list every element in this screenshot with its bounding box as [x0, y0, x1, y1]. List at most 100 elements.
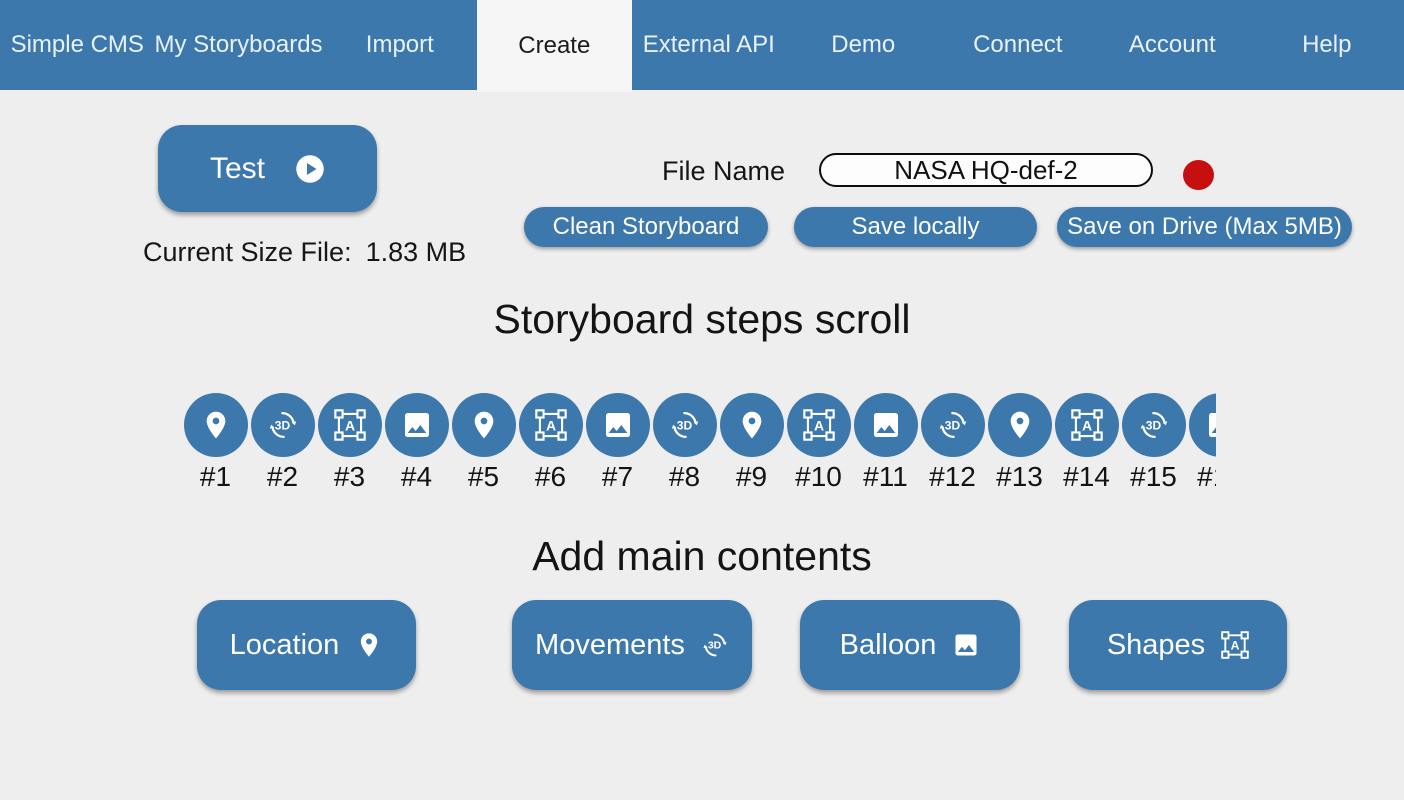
- step-circle[interactable]: A: [786, 393, 851, 457]
- test-button[interactable]: Test: [158, 125, 377, 212]
- step-number: #15: [1130, 461, 1177, 492]
- step-circle[interactable]: A: [317, 393, 382, 457]
- current-size-label: Current Size File:: [143, 237, 352, 267]
- step-circle[interactable]: [853, 393, 918, 457]
- svg-text:A: A: [344, 417, 354, 433]
- image-icon: [1205, 409, 1216, 441]
- step-number: #8: [668, 461, 701, 492]
- nav-item[interactable]: Demo: [831, 31, 896, 58]
- svg-text:3D: 3D: [676, 418, 692, 432]
- nav-item[interactable]: Import: [365, 31, 434, 58]
- step-number: #10: [795, 461, 842, 492]
- storyboard-step[interactable]: #7: [584, 393, 651, 499]
- storyboard-step[interactable]: A #6: [517, 393, 584, 499]
- step-number: #16: [1197, 461, 1216, 492]
- nav-item[interactable]: Account: [1128, 31, 1216, 58]
- nav-item[interactable]: My Storyboards: [154, 31, 323, 58]
- step-circle[interactable]: [384, 393, 449, 457]
- step-circle[interactable]: [451, 393, 516, 457]
- storyboard-step[interactable]: A #10: [785, 393, 852, 499]
- svg-text:A: A: [1081, 417, 1091, 433]
- save-on-drive-button[interactable]: Save on Drive (Max 5MB): [1057, 207, 1352, 247]
- storyboard-step[interactable]: #16: [1187, 393, 1216, 499]
- content-button[interactable]: Shapes A: [1069, 600, 1287, 690]
- location-pin-icon: [468, 409, 500, 441]
- storyboard-step[interactable]: 3D #12: [919, 393, 986, 499]
- storyboard-step[interactable]: 3D #15: [1120, 393, 1187, 499]
- step-circle[interactable]: 3D: [1121, 393, 1186, 457]
- 3d-rotation-icon: 3D: [1138, 409, 1170, 441]
- step-circle[interactable]: [987, 393, 1052, 457]
- steps-scroll[interactable]: #1 3D #2 A #3 #4 #5 A #6: [182, 393, 1216, 499]
- svg-text:A: A: [813, 417, 823, 433]
- storyboard-step[interactable]: A #14: [1053, 393, 1120, 499]
- step-number: #12: [929, 461, 976, 492]
- nav-item[interactable]: Help: [1302, 31, 1352, 58]
- step-number: #9: [735, 461, 768, 492]
- content-button[interactable]: Movements 3D: [512, 600, 752, 690]
- step-circle[interactable]: [183, 393, 248, 457]
- step-circle[interactable]: A: [1054, 393, 1119, 457]
- step-number: #14: [1063, 461, 1110, 492]
- location-pin-icon: [355, 631, 383, 659]
- step-circle[interactable]: 3D: [920, 393, 985, 457]
- content-button-label: Balloon: [839, 628, 937, 661]
- clean-storyboard-button[interactable]: Clean Storyboard: [524, 207, 768, 247]
- step-circle[interactable]: [1188, 393, 1216, 457]
- location-pin-icon: [1004, 409, 1036, 441]
- format-shapes-icon: A: [802, 409, 835, 441]
- storyboard-step[interactable]: #11: [852, 393, 919, 499]
- format-shapes-icon: A: [1221, 631, 1249, 659]
- step-circle[interactable]: 3D: [652, 393, 717, 457]
- storyboard-step[interactable]: 3D #8: [651, 393, 718, 499]
- content-button-label: Location: [229, 628, 340, 661]
- content-button[interactable]: Location: [197, 600, 416, 690]
- svg-text:A: A: [545, 417, 555, 433]
- step-number: #11: [863, 461, 908, 492]
- svg-text:3D: 3D: [274, 418, 290, 432]
- file-name-label: File Name: [662, 156, 786, 186]
- save-locally-button[interactable]: Save locally: [794, 207, 1037, 247]
- step-circle[interactable]: 3D: [250, 393, 315, 457]
- storyboard-step[interactable]: #1: [182, 393, 249, 499]
- svg-text:A: A: [1231, 639, 1240, 653]
- test-button-label: Test: [209, 151, 266, 185]
- svg-text:3D: 3D: [708, 640, 722, 652]
- step-number: #7: [601, 461, 634, 492]
- step-number: #6: [534, 461, 567, 492]
- storyboard-step[interactable]: #5: [450, 393, 517, 499]
- nav-item[interactable]: External API: [642, 31, 775, 58]
- content-button[interactable]: Balloon: [800, 600, 1020, 690]
- image-icon: [401, 409, 433, 441]
- step-number: #13: [996, 461, 1043, 492]
- step-circle[interactable]: [585, 393, 650, 457]
- step-circle[interactable]: A: [518, 393, 583, 457]
- play-circle-icon: [295, 154, 325, 184]
- content-button-label: Movements: [535, 628, 685, 661]
- nav-item[interactable]: Simple CMS: [10, 31, 144, 58]
- file-name-input[interactable]: [819, 153, 1153, 187]
- image-icon: [602, 409, 634, 441]
- step-number: #1: [199, 461, 232, 492]
- storyboard-step[interactable]: 3D #2: [249, 393, 316, 499]
- storyboard-step[interactable]: #13: [986, 393, 1053, 499]
- current-size-line: Current Size File: 1.83 MB: [143, 237, 466, 268]
- nav-item[interactable]: Connect: [973, 31, 1063, 58]
- 3d-rotation-icon: 3D: [937, 409, 969, 441]
- storyboard-step[interactable]: #9: [718, 393, 785, 499]
- location-pin-icon: [200, 409, 232, 441]
- nav-item[interactable]: Create: [477, 0, 632, 92]
- step-circle[interactable]: [719, 393, 784, 457]
- format-shapes-icon: A: [534, 409, 567, 441]
- 3d-rotation-icon: 3D: [701, 631, 729, 659]
- 3d-rotation-icon: 3D: [669, 409, 701, 441]
- format-shapes-icon: A: [1070, 409, 1103, 441]
- top-nav: Simple CMS My Storyboards Import Create Exte…: [0, 0, 1404, 92]
- location-pin-icon: [736, 409, 768, 441]
- storyboard-step[interactable]: #4: [383, 393, 450, 499]
- step-number: #5: [467, 461, 500, 492]
- storyboard-step[interactable]: A #3: [316, 393, 383, 499]
- svg-text:3D: 3D: [944, 418, 960, 432]
- content-buttons-row: Location Movements 3D Balloon Shapes A: [0, 600, 1404, 690]
